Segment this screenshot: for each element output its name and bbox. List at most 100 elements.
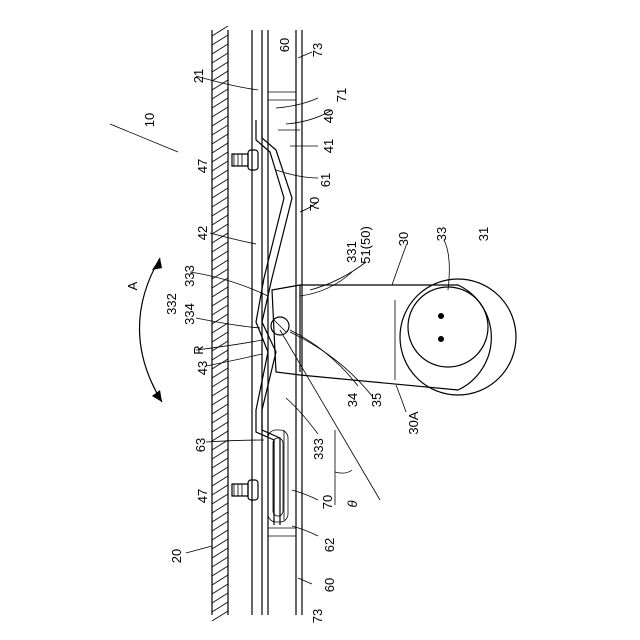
screw-47-upper	[232, 150, 258, 170]
label-333-upper: 333	[182, 265, 197, 287]
hatch-line	[212, 539, 228, 549]
panel-20	[212, 26, 252, 621]
hatch-line	[212, 449, 228, 459]
hatch-line	[212, 494, 228, 504]
hatch-line	[212, 458, 228, 468]
label-51-50: 51(50)	[358, 226, 373, 264]
label-40: 40	[321, 109, 336, 123]
hatch-line	[212, 251, 228, 261]
label-47-upper: 47	[195, 159, 210, 173]
hatch-line	[212, 404, 228, 414]
hatch-line	[212, 134, 228, 144]
rotation-arrow-A	[139, 258, 162, 402]
hatch-line	[212, 395, 228, 405]
label-31: 31	[476, 227, 491, 241]
hatch-line	[212, 368, 228, 378]
hatch-line	[212, 332, 228, 342]
hatch-line	[212, 386, 228, 396]
label-73-top: 73	[310, 43, 325, 57]
hatch-line	[212, 296, 228, 306]
label-331: 331	[344, 241, 359, 263]
hatch-line	[212, 467, 228, 477]
hatch-line	[212, 422, 228, 432]
label-10: 10	[142, 113, 157, 127]
hatch-line	[212, 224, 228, 234]
hatch-line	[212, 548, 228, 558]
hatch-line	[212, 512, 228, 522]
label-63: 63	[193, 438, 208, 452]
label-70-lower: 70	[320, 495, 335, 509]
hatch-line	[212, 269, 228, 279]
hatch-line	[212, 89, 228, 99]
label-334: 334	[182, 303, 197, 325]
hatch-line	[212, 521, 228, 531]
label-332: 332	[164, 293, 179, 315]
hatch-line	[212, 197, 228, 207]
label-35: 35	[369, 393, 384, 407]
hatch-line	[212, 611, 228, 621]
hatch-line	[212, 62, 228, 72]
hatch-line	[212, 260, 228, 270]
label-47-lower: 47	[195, 489, 210, 503]
hatch-line	[212, 107, 228, 117]
label-70-upper: 70	[307, 197, 322, 211]
label-41: 41	[321, 139, 336, 153]
hatch-line	[212, 287, 228, 297]
label-60-top: 60	[277, 38, 292, 52]
label-333-lower: 333	[311, 438, 326, 460]
hatch-line	[212, 53, 228, 63]
screw-47-lower	[232, 480, 258, 500]
label-60-bottom: 60	[322, 578, 337, 592]
hatch-line	[212, 485, 228, 495]
label-71: 71	[334, 88, 349, 102]
hatch-line	[212, 242, 228, 252]
label-42: 42	[195, 226, 210, 240]
hatch-line	[212, 179, 228, 189]
label-34: 34	[345, 393, 360, 407]
hatch-line	[212, 431, 228, 441]
label-30A: 30A	[406, 411, 421, 434]
label-73-bottom: 73	[310, 609, 325, 623]
label-33: 33	[434, 227, 449, 241]
hatch-line	[212, 98, 228, 108]
hatch-line	[212, 125, 228, 135]
hatch-line	[212, 350, 228, 360]
hatch-line	[212, 188, 228, 198]
hatch-line	[212, 71, 228, 81]
hatch-line	[212, 530, 228, 540]
hatch-line	[212, 377, 228, 387]
hatch-line	[212, 161, 228, 171]
hatch-line	[212, 215, 228, 225]
label-62: 62	[322, 538, 337, 552]
label-30: 30	[396, 232, 411, 246]
label-R: R	[191, 345, 206, 354]
hatch-line	[212, 143, 228, 153]
label-20: 20	[169, 549, 184, 563]
hatch-line	[212, 575, 228, 585]
hatch-line	[212, 323, 228, 333]
hatch-line	[212, 116, 228, 126]
hatch-line	[212, 413, 228, 423]
hatch-line	[212, 566, 228, 576]
label-21: 21	[191, 69, 206, 83]
label-61: 61	[318, 173, 333, 187]
reference-labels: 60 73 21 71 40 10 41 47 61 70 42 331 51(…	[125, 38, 491, 623]
hatch-line	[212, 26, 228, 36]
label-43: 43	[195, 361, 210, 375]
hatch-line	[212, 305, 228, 315]
hatch-line	[212, 557, 228, 567]
hatch-line	[212, 602, 228, 612]
hatch-line	[212, 476, 228, 486]
hatch-line	[212, 206, 228, 216]
hatch-line	[212, 593, 228, 603]
hatch-line	[212, 152, 228, 162]
hatch-line	[212, 584, 228, 594]
hatch-line	[212, 170, 228, 180]
hatch-line	[212, 503, 228, 513]
hatch-line	[212, 80, 228, 90]
hatch-line	[212, 35, 228, 45]
hatch-line	[212, 44, 228, 54]
label-A: A	[125, 281, 140, 290]
label-theta: θ	[345, 500, 360, 507]
